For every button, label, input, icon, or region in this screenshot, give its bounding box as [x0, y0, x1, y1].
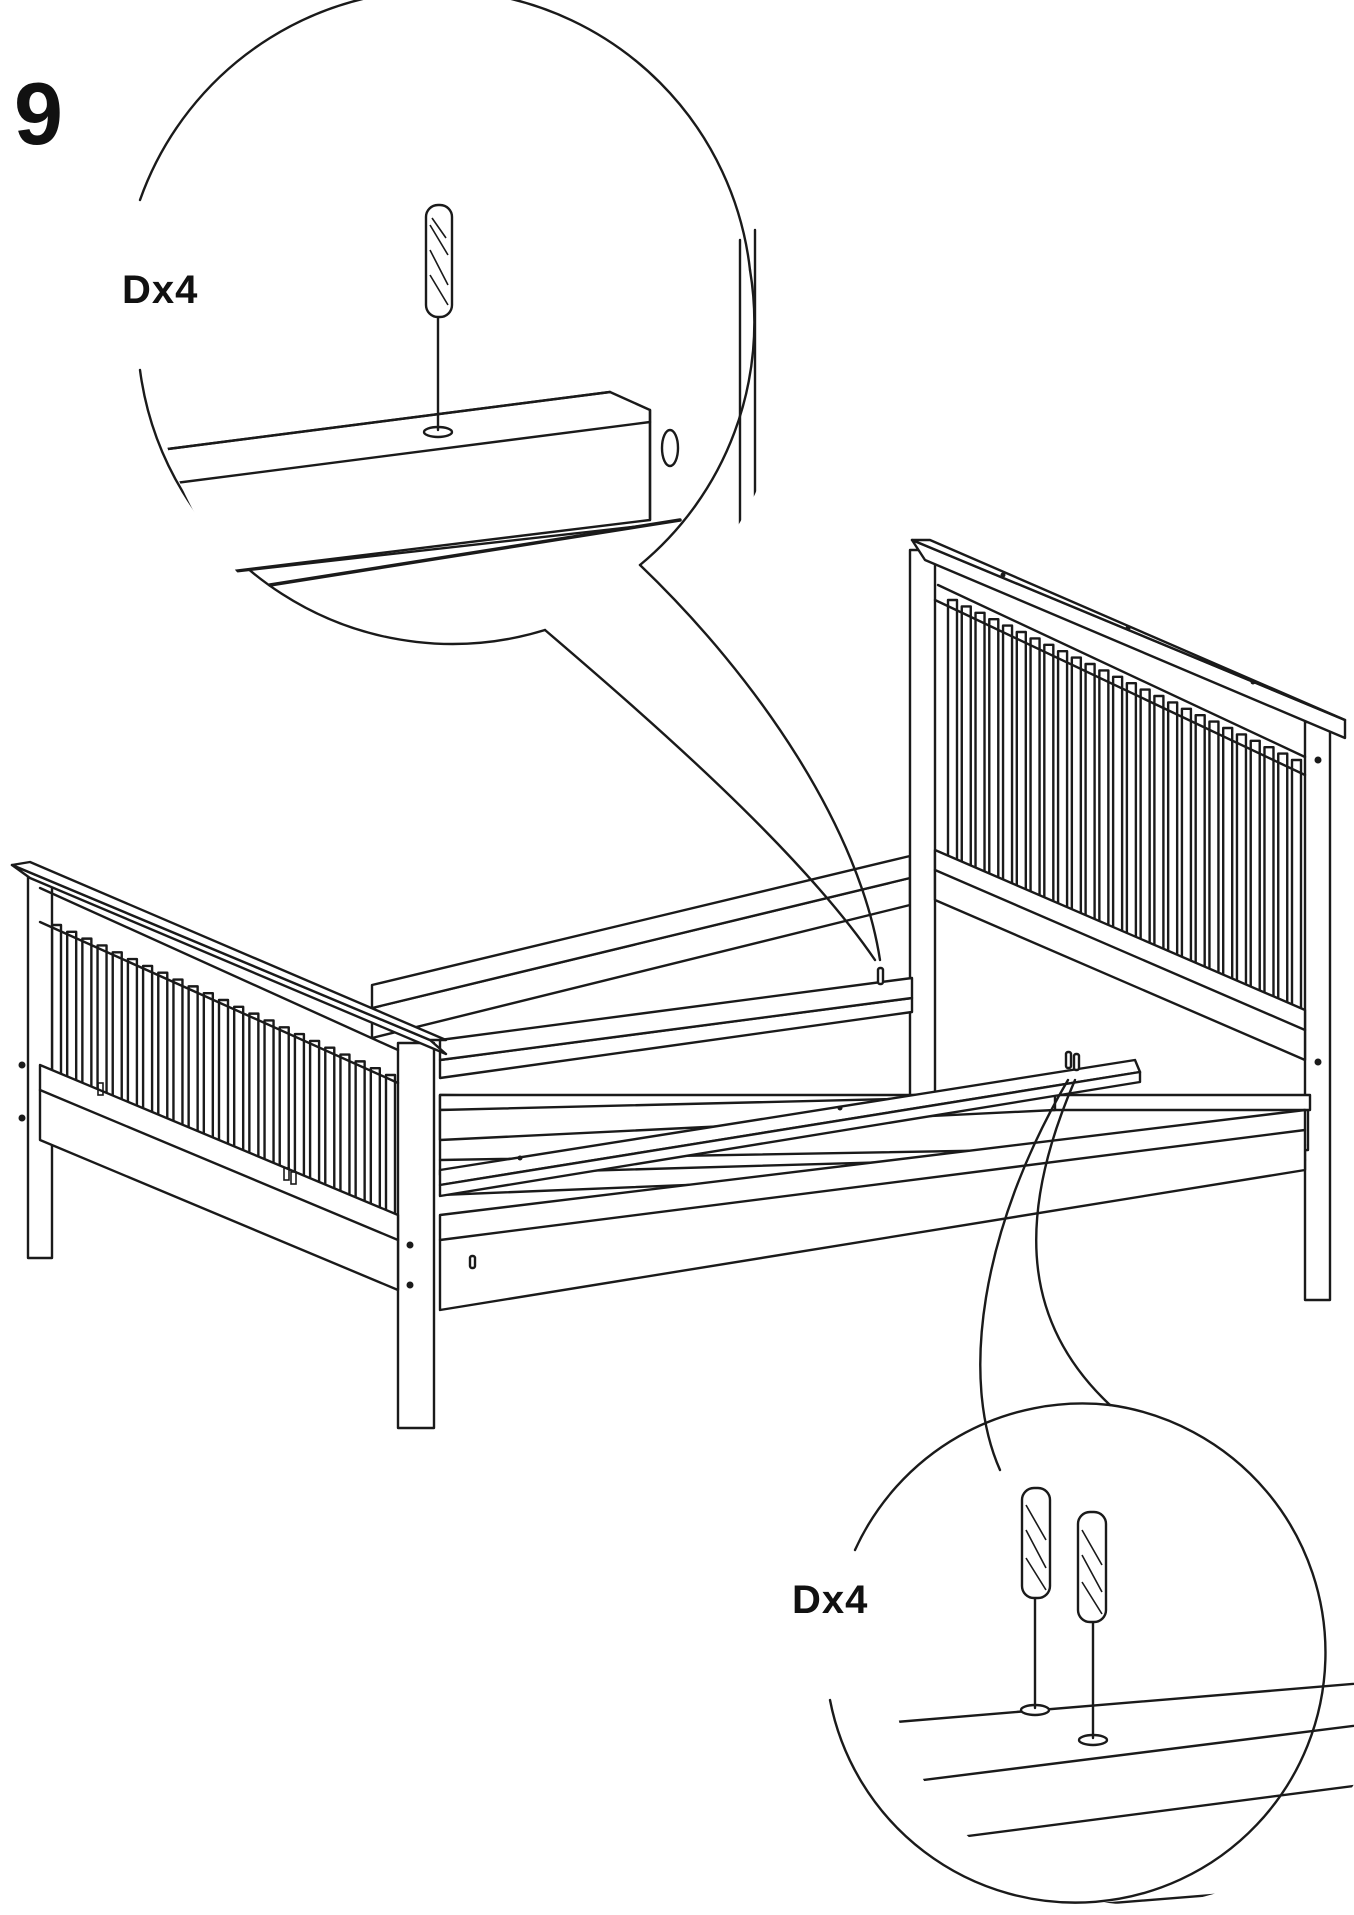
- slat: [202, 991, 215, 1148]
- slat: [187, 985, 199, 1141]
- slat: [1056, 650, 1069, 913]
- slat: [1070, 656, 1083, 919]
- slat: [232, 1005, 245, 1161]
- slat: [172, 978, 184, 1134]
- slat: [1153, 694, 1165, 958]
- dowel-quantity-bottom: Dx4: [792, 1578, 869, 1622]
- slat: [1180, 707, 1193, 970]
- slat: [1249, 739, 1261, 1002]
- slat: [263, 1019, 275, 1174]
- slat: [248, 1012, 260, 1167]
- slat: [946, 598, 959, 862]
- slat: [974, 611, 986, 874]
- slat: [988, 618, 1000, 881]
- slat: [960, 605, 972, 868]
- slat: [384, 1073, 397, 1227]
- slat: [1125, 682, 1138, 945]
- slat: [278, 1026, 290, 1181]
- slat: [354, 1060, 366, 1214]
- slat: [1263, 746, 1275, 1009]
- slat: [1290, 758, 1303, 1022]
- slat: [1277, 752, 1289, 1015]
- slat: [1015, 630, 1027, 894]
- slat: [1043, 643, 1055, 906]
- detail-callout-top: [138, 0, 882, 962]
- headboard: [908, 538, 1347, 1302]
- slat: [1194, 714, 1206, 977]
- wooden-dowel-icon: [424, 203, 454, 319]
- headboard-slats: [946, 598, 1303, 1022]
- dowel-quantity-top: Dx4: [122, 268, 199, 312]
- slat: [1166, 701, 1179, 964]
- center-support-beam: [438, 1058, 1142, 1198]
- slat: [157, 971, 169, 1128]
- step-number: 9: [14, 64, 63, 163]
- slat: [96, 944, 108, 1101]
- bed-frame-icon: [10, 538, 1347, 1430]
- slat: [1139, 688, 1151, 951]
- slat: [50, 923, 63, 1082]
- slat: [1208, 720, 1220, 983]
- slat: [65, 930, 78, 1088]
- slat: [339, 1053, 351, 1207]
- slat: [1029, 637, 1041, 900]
- wooden-dowel-icon: [1020, 1486, 1108, 1624]
- slat: [1221, 726, 1234, 990]
- slat: [1001, 624, 1014, 887]
- slat: [369, 1066, 382, 1220]
- wooden-dowel-icon: [468, 966, 1081, 1270]
- slat: [81, 937, 93, 1095]
- slat: [1098, 669, 1110, 932]
- slat: [293, 1032, 306, 1187]
- slat: [1235, 733, 1248, 996]
- slat: [324, 1046, 336, 1200]
- slat: [308, 1039, 321, 1194]
- near-side-rail: [438, 1093, 1312, 1312]
- slat: [1084, 662, 1096, 926]
- slat: [141, 964, 154, 1121]
- slat: [126, 957, 139, 1115]
- slat: [1111, 675, 1124, 938]
- slat-support-rail: [438, 976, 914, 1080]
- slat: [217, 998, 230, 1154]
- slat: [111, 951, 123, 1108]
- footboard: [10, 860, 448, 1430]
